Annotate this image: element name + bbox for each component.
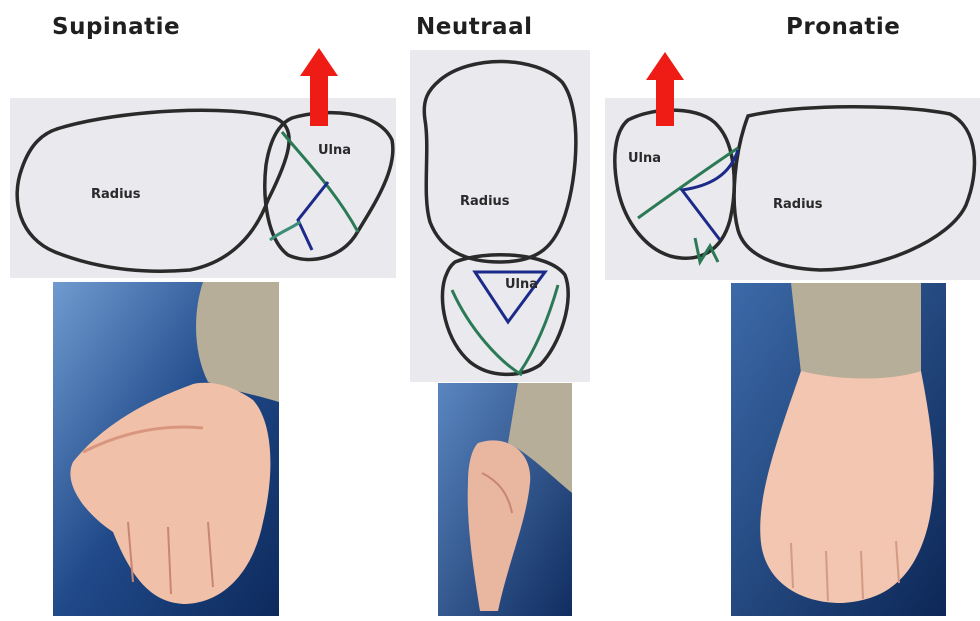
interosseous-line-teal-supination: [270, 222, 300, 240]
photo-hand-supination: [53, 282, 279, 616]
interosseous-line-green-neutral: [452, 290, 522, 375]
interosseous-line-zigzag-pronation: [695, 238, 718, 262]
label-ulna-supination: Ulna: [318, 143, 351, 158]
label-radius-supination: Radius: [91, 187, 141, 202]
diagram-supination: Radius Ulna: [17, 48, 393, 271]
diagram-pronation: Ulna Radius: [615, 52, 975, 270]
label-radius-neutral: Radius: [460, 194, 510, 209]
up-arrow-icon: [646, 52, 684, 126]
label-radius-pronation: Radius: [773, 197, 823, 212]
diagram-neutral: Radius Ulna: [424, 61, 576, 375]
interosseous-line-blue-supination: [298, 182, 328, 250]
photo-hand-pronation: [731, 283, 946, 616]
label-ulna-neutral: Ulna: [505, 277, 538, 292]
radius-outline-supination: [17, 110, 289, 271]
photo-hand-neutral: [438, 383, 572, 616]
label-ulna-pronation: Ulna: [628, 151, 661, 166]
radius-outline-pronation: [734, 107, 974, 270]
radius-outline-neutral: [424, 61, 576, 262]
